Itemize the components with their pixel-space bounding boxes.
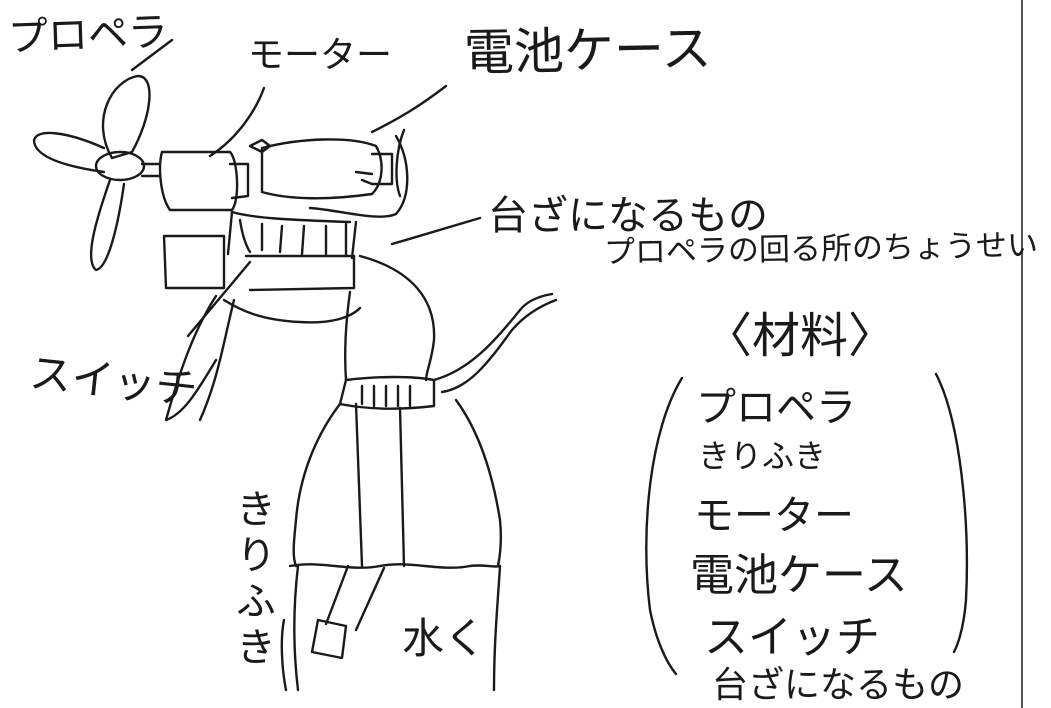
label-propeller-adjust: プロペラの回る所のちょうせい bbox=[603, 227, 1039, 271]
label-stand: 台ざになるもの bbox=[488, 193, 768, 239]
label-propeller: プロペラ bbox=[7, 9, 169, 61]
label-spray-bottle: きりふき bbox=[229, 488, 275, 672]
label-motor: モーター bbox=[248, 35, 393, 76]
stand-drawing bbox=[162, 128, 409, 422]
spray-bottle-drawing bbox=[280, 254, 558, 692]
material-item: 電池ケース bbox=[690, 550, 908, 601]
leader-lines bbox=[130, 38, 482, 338]
label-battery-case: 電池ケース bbox=[463, 19, 712, 82]
label-water: 水く bbox=[402, 614, 487, 663]
materials-title: 〈材料〉 bbox=[704, 308, 897, 364]
material-item: プロペラ bbox=[696, 385, 856, 431]
material-item: きりふき bbox=[698, 437, 827, 475]
material-item: モーター bbox=[694, 493, 854, 539]
motor-drawing bbox=[158, 150, 250, 212]
material-item: スイッチ bbox=[704, 612, 880, 663]
materials-brackets bbox=[645, 372, 969, 676]
propeller-drawing bbox=[32, 74, 162, 272]
material-item: 台ざになるもの bbox=[712, 665, 965, 706]
battery-case-drawing bbox=[248, 138, 394, 200]
